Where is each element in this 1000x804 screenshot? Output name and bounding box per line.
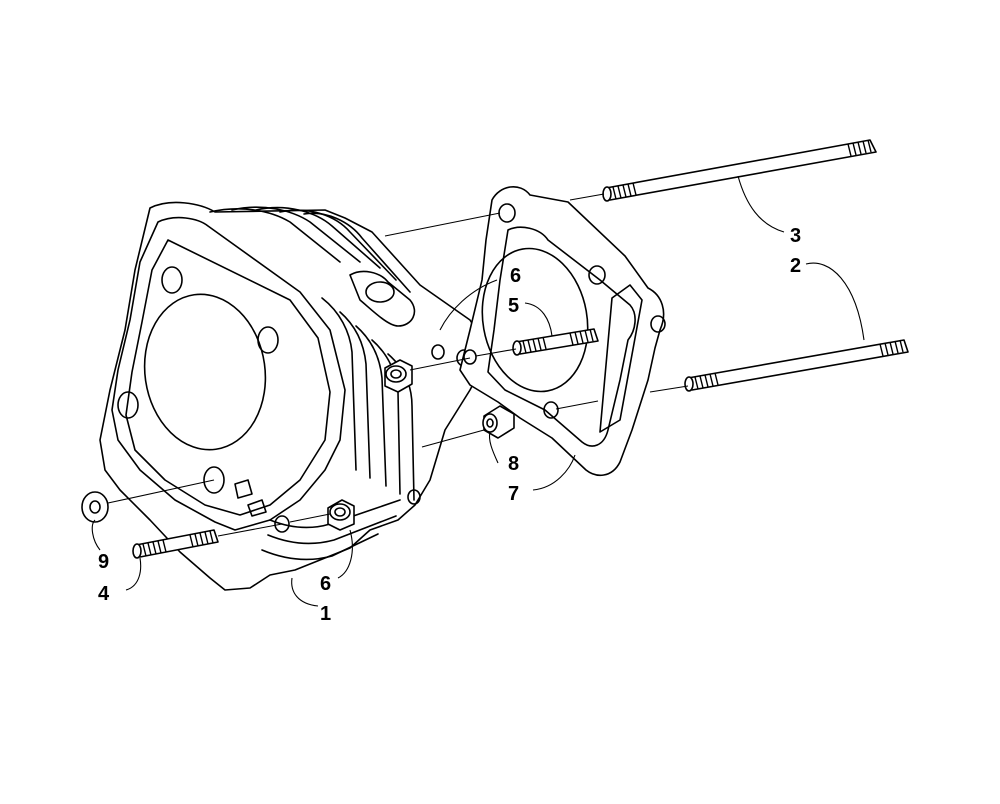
stud-long-upper [602,139,877,202]
washer [81,491,109,523]
callout-1: 1 [320,603,331,625]
stud-short-lower [132,529,219,559]
callout-8: 8 [508,453,519,475]
callout-6-lower: 6 [320,573,331,595]
dowel-sleeve-upper [384,359,413,393]
callout-4: 4 [98,583,110,605]
dowel-sleeve-lower [327,499,355,531]
leader-lines [91,175,865,607]
callout-labels: 3 2 6 5 8 7 9 4 6 1 [98,225,801,625]
alignment-lines [107,193,689,537]
cylinder-block [99,201,491,591]
cylinder-gasket [459,186,666,477]
callout-9: 9 [98,551,109,573]
dowel-pin [482,405,515,439]
callout-6-upper: 6 [510,265,521,287]
callout-3: 3 [790,225,801,247]
callout-2: 2 [790,255,801,277]
callout-7: 7 [508,483,519,505]
callout-5: 5 [508,295,519,317]
stud-short-upper [512,328,599,356]
stud-long-lower [684,339,909,392]
